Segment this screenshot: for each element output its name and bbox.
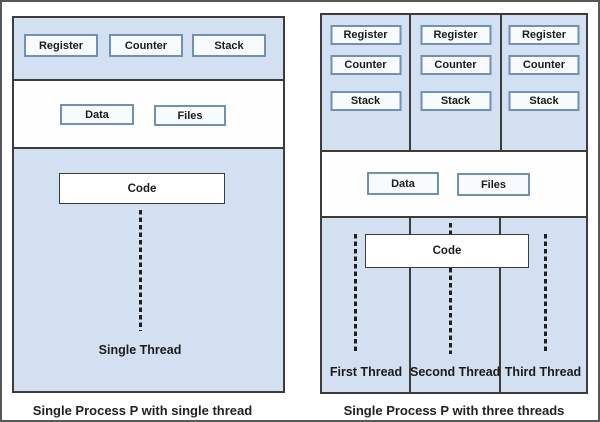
- register-box: Register: [330, 25, 401, 45]
- code-box: Code: [59, 173, 225, 204]
- code-box: Code: [365, 234, 529, 268]
- left-registers-section: Register Counter Stack: [14, 18, 283, 79]
- files-box: Files: [457, 173, 530, 196]
- single-thread-label: Single Thread: [98, 343, 182, 357]
- first-thread-line: [354, 234, 357, 354]
- data-box: Data: [367, 172, 439, 195]
- stack-box: Stack: [420, 91, 491, 111]
- data-box: Data: [60, 104, 134, 125]
- counter-box: Counter: [508, 55, 580, 75]
- thread-column-1: Register Counter Stack: [322, 15, 411, 150]
- column-divider: [409, 218, 411, 392]
- right-code-section: Code First Thread Second Thread Third Th…: [322, 216, 586, 392]
- third-thread-line: [544, 234, 547, 354]
- single-thread-process-box: Register Counter Stack Data Files Code S…: [12, 16, 285, 393]
- register-box: Register: [24, 34, 98, 57]
- multi-thread-process-box: Register Counter Stack Register Counter …: [320, 13, 588, 394]
- register-box: Register: [420, 25, 491, 45]
- left-code-section: Code Single Thread: [14, 149, 283, 391]
- first-thread-label: First Thread: [329, 365, 403, 379]
- register-box: Register: [508, 25, 580, 45]
- right-registers-section: Register Counter Stack Register Counter …: [322, 15, 586, 150]
- counter-box: Counter: [330, 55, 401, 75]
- counter-box: Counter: [420, 55, 491, 75]
- files-box: Files: [154, 105, 226, 126]
- left-data-files-section: Data Files: [14, 79, 283, 149]
- stack-box: Stack: [192, 34, 266, 57]
- column-divider: [499, 218, 501, 392]
- second-thread-line: [449, 223, 452, 354]
- left-diagram-caption: Single Process P with single thread: [32, 403, 253, 418]
- stack-box: Stack: [330, 91, 401, 111]
- single-thread-line: [139, 210, 142, 331]
- third-thread-label: Third Thread: [504, 365, 582, 379]
- counter-box: Counter: [109, 34, 183, 57]
- second-thread-label: Second Thread: [410, 365, 501, 379]
- right-diagram-caption: Single Process P with three threads: [343, 403, 565, 418]
- stack-box: Stack: [508, 91, 580, 111]
- thread-column-3: Register Counter Stack: [502, 15, 586, 150]
- thread-column-2: Register Counter Stack: [411, 15, 502, 150]
- right-data-files-section: Data Files: [322, 150, 586, 216]
